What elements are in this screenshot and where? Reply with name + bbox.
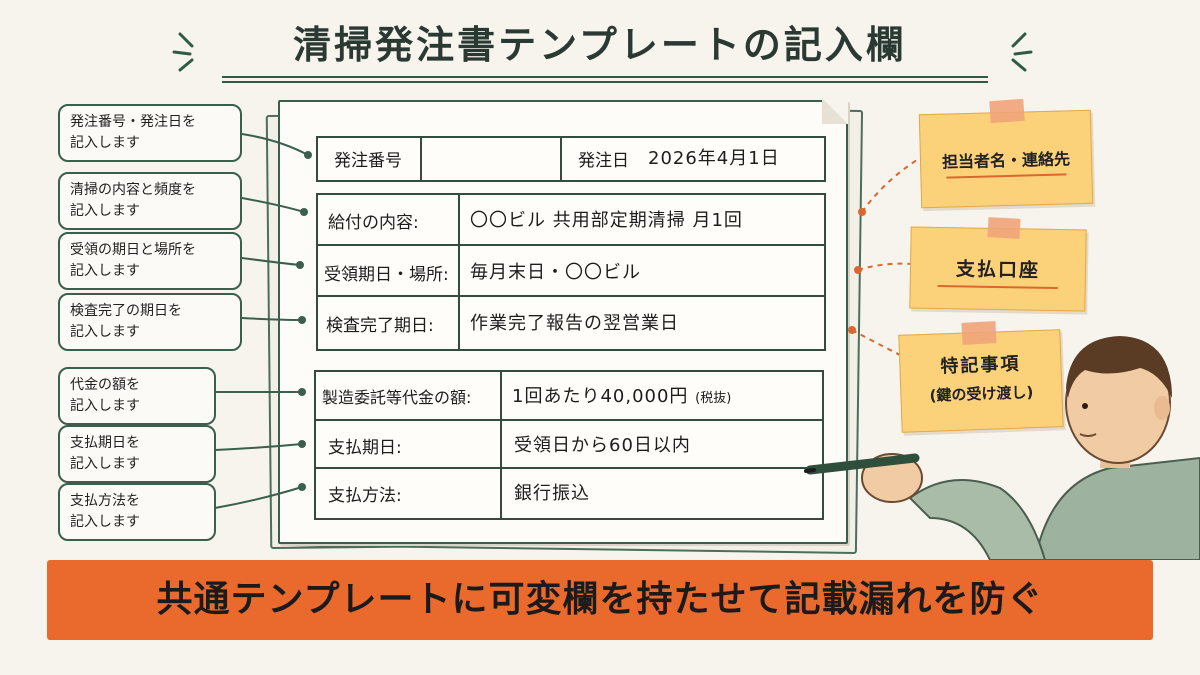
divider (314, 419, 822, 421)
callout-inspection: 検査完了の期日を 記入します (58, 293, 242, 351)
sticky-text: 支払口座 (955, 258, 1041, 282)
callout-order-number: 発注番号・発注日を 記入します (58, 104, 242, 162)
callout-text: 受領の期日と場所を (70, 242, 196, 258)
callout-payment-method: 支払方法を 記入します (58, 483, 216, 541)
sticky-note-contact: 担当者名・連絡先 (918, 109, 1094, 209)
divider (316, 244, 824, 246)
payment-method-label: 支払方法: (328, 486, 402, 506)
bottom-banner (47, 560, 1153, 640)
callout-content: 清掃の内容と頻度を 記入します (58, 172, 242, 230)
sticky-underline (937, 284, 1058, 290)
form-section-delivery (316, 193, 826, 351)
amount-label: 製造委託等代金の額: (322, 388, 472, 407)
callout-text: 記入します (70, 263, 140, 279)
form-section-payment (314, 370, 824, 520)
divider (420, 136, 422, 180)
title-underline (222, 76, 988, 83)
divider (458, 193, 460, 349)
callout-text: 記入します (70, 135, 140, 151)
callout-text: 支払方法を (70, 493, 140, 509)
paper-corner-fold (822, 98, 848, 124)
inspection-value[interactable]: 作業完了報告の翌営業日 (470, 313, 679, 334)
banner-text: 共通テンプレートに可変欄を持たせて記載漏れを防ぐ (156, 579, 1044, 620)
tape (989, 98, 1025, 124)
callout-text: 検査完了の期日を (70, 303, 182, 319)
callout-text: 記入します (70, 324, 140, 340)
receipt-label: 受領期日・場所: (324, 265, 449, 285)
payment-date-value[interactable]: 受領日から60日以内 (514, 435, 691, 456)
divider (560, 136, 562, 180)
payment-method-value[interactable]: 銀行振込 (514, 483, 590, 504)
person-writing-illustration (804, 336, 1200, 560)
order-number-label: 発注番号 (334, 151, 402, 171)
order-number-field[interactable] (428, 142, 554, 172)
callout-receipt: 受領の期日と場所を 記入します (58, 232, 242, 290)
receipt-value[interactable]: 毎月末日・〇〇ビル (470, 262, 641, 283)
page-title: 清掃発注書テンプレートの記入欄 (293, 23, 907, 67)
callout-text: 記入します (70, 514, 140, 530)
inspection-label: 検査完了期日: (326, 316, 434, 336)
callout-text: 記入します (70, 456, 140, 472)
content-label: 給付の内容: (328, 213, 419, 233)
tax-note: (税抜) (695, 391, 732, 406)
order-date-label: 発注日 (578, 151, 629, 171)
form-header-row (316, 136, 826, 182)
callout-text: 代金の額を (70, 377, 140, 393)
tape (987, 217, 1021, 239)
order-date-value[interactable]: 2026年4月1日 (648, 148, 780, 169)
sticky-underline (946, 173, 1067, 179)
callout-amount: 代金の額を 記入します (58, 367, 216, 425)
divider (316, 295, 824, 297)
divider (500, 370, 502, 518)
callout-text: 記入します (70, 203, 140, 219)
connector-lines (214, 133, 921, 509)
callout-text: 支払期日を (70, 435, 140, 451)
sticky-note-account: 支払口座 (909, 226, 1087, 312)
sparkle-left-icon (172, 32, 194, 72)
payment-date-label: 支払期日: (328, 438, 402, 458)
amount-value[interactable]: 1回あたり40,000円 (税抜) (512, 382, 731, 408)
divider (314, 467, 822, 469)
callout-payment-date: 支払期日を 記入します (58, 425, 216, 483)
sticky-text: 担当者名・連絡先 (941, 149, 1071, 172)
callout-text: 発注番号・発注日を (70, 114, 196, 130)
amount-text: 1回あたり40,000円 (512, 386, 689, 407)
content-value[interactable]: 〇〇ビル 共用部定期清掃 月1回 (470, 210, 743, 231)
sparkle-right-icon (1011, 32, 1033, 72)
callout-text: 記入します (70, 398, 140, 414)
callout-text: 清掃の内容と頻度を (70, 182, 196, 198)
